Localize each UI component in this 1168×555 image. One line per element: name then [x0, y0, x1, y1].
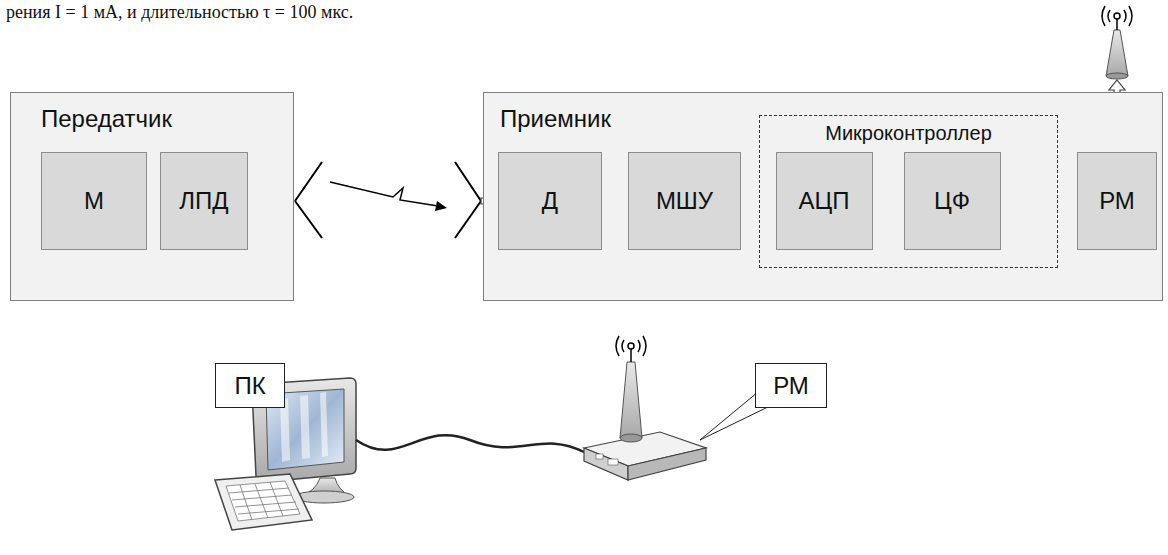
block-heading: Приемник	[500, 105, 611, 133]
box-label: АЦП	[798, 187, 849, 215]
process-box: АЦП	[776, 152, 873, 250]
block-panel: ПередатчикМ ЛПД	[10, 92, 294, 301]
box-label: ЛПД	[179, 187, 228, 215]
callout-label: РМ	[773, 372, 809, 400]
callout-label: ПК	[234, 372, 265, 400]
block-panel: ПриемникД МШУ МикроконтроллерАЦП ЦФ РМ	[483, 92, 1163, 301]
process-box: ЛПД	[160, 152, 248, 250]
box-label: РМ	[1099, 187, 1135, 215]
group-heading: Микроконтроллер	[760, 122, 1057, 145]
box-label: ЦФ	[934, 187, 970, 215]
process-box: Д	[498, 152, 602, 250]
process-box: М	[41, 152, 147, 250]
box-label: Д	[542, 187, 558, 215]
callout-box: ПК	[215, 363, 285, 408]
box-label: МШУ	[656, 187, 713, 215]
block-heading: Передатчик	[41, 105, 172, 133]
wireless-link	[330, 182, 447, 211]
process-box: РМ	[1077, 152, 1157, 250]
process-box: МШУ	[628, 152, 741, 250]
text-fragment: рения I = 1 мА, и длительностью τ = 100 …	[6, 2, 353, 23]
horn-antenna	[295, 162, 481, 238]
callout-box: РМ	[755, 363, 827, 408]
process-box: ЦФ	[904, 152, 1001, 250]
router	[584, 336, 706, 480]
box-label: М	[84, 187, 104, 215]
group-box: МикроконтроллерАЦП ЦФ	[759, 115, 1058, 268]
radio-antenna	[1102, 6, 1132, 79]
